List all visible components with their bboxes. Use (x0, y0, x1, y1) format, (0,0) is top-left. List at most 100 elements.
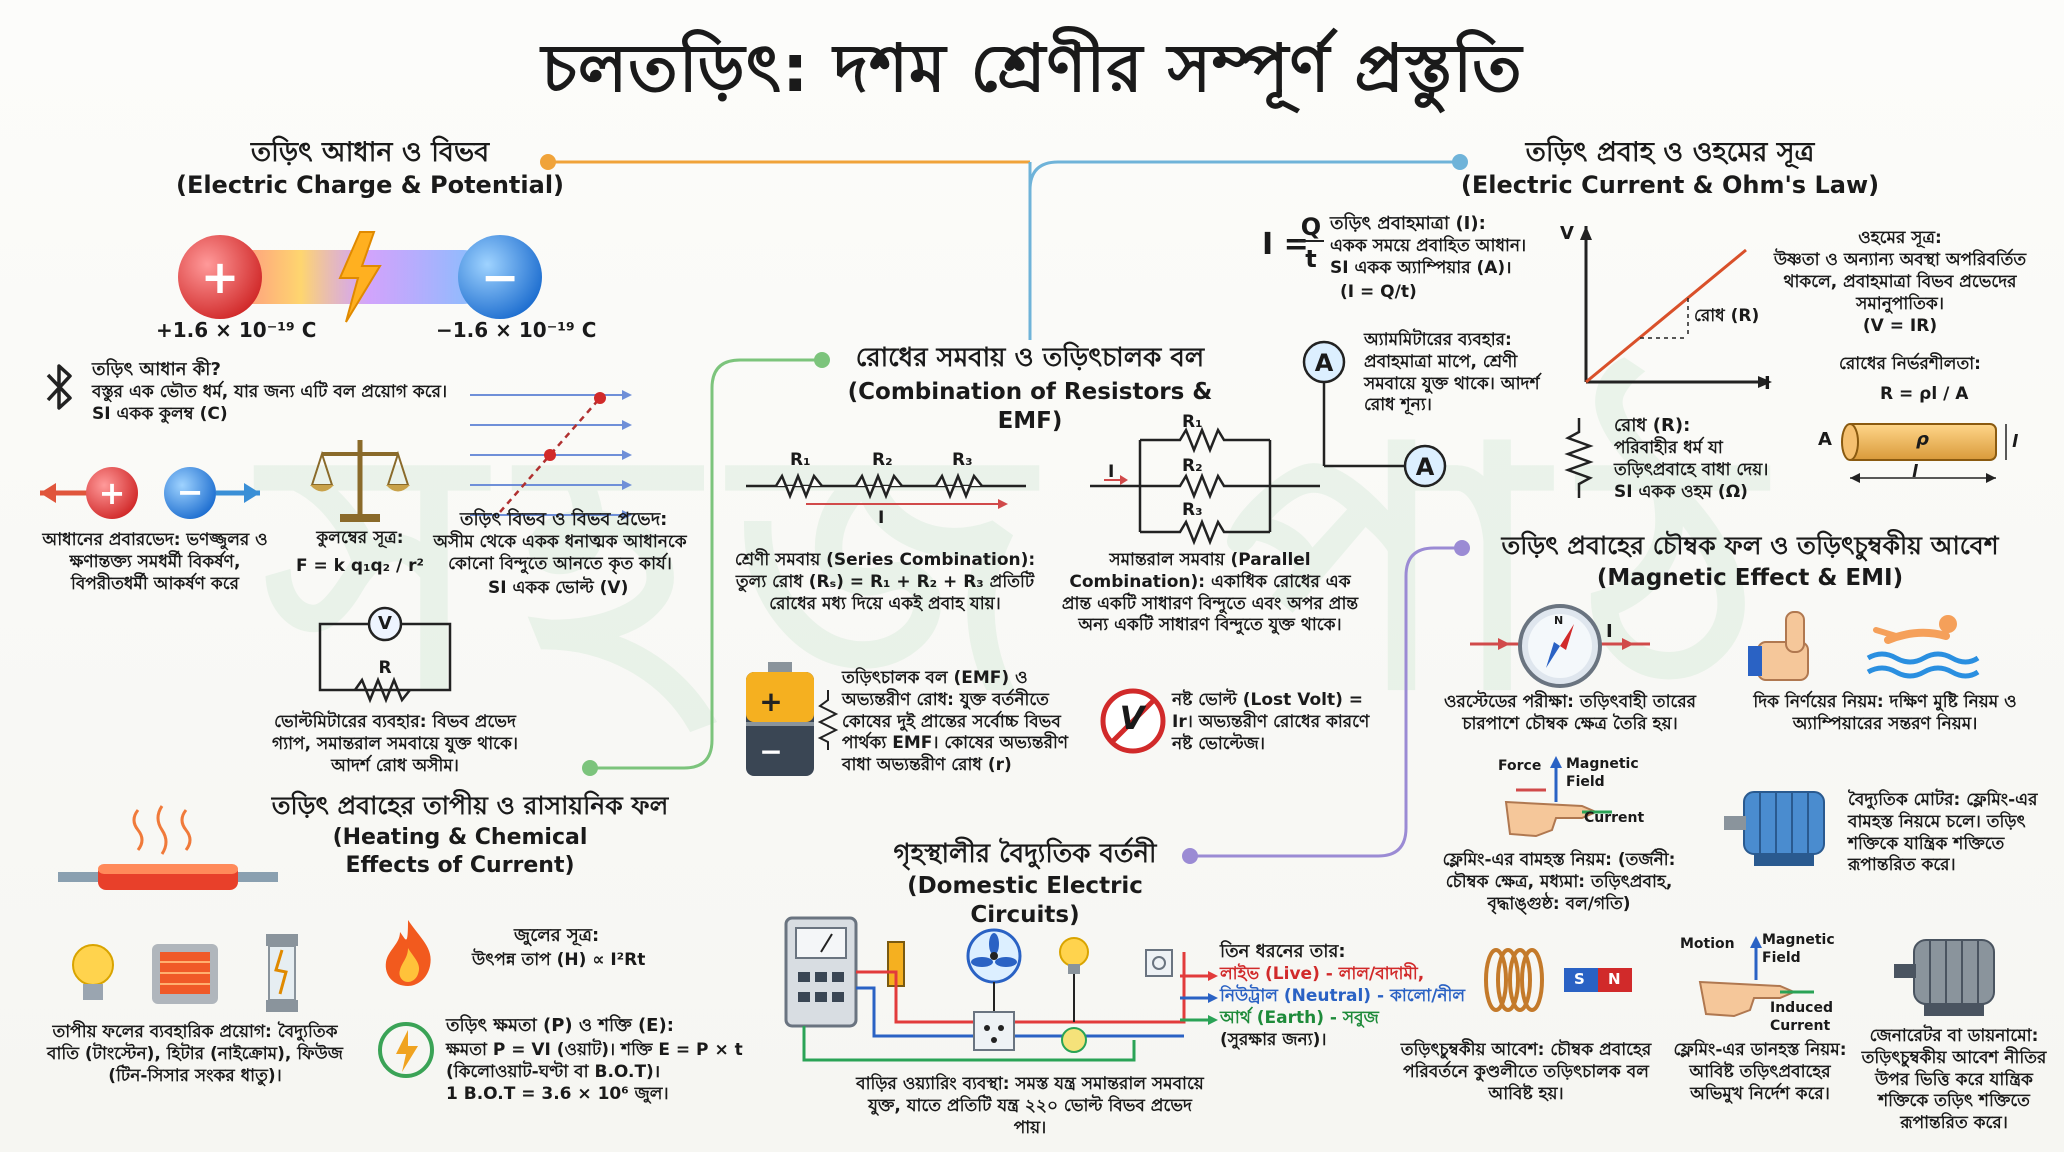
joule-body: উৎপন্ন তাপ (H) ∝ I²Rt (472, 950, 646, 970)
right-field: Magnetic Field (1762, 932, 1835, 966)
ohm-slope-label: রোধ (R) (1694, 306, 1760, 326)
compass-i: I (1606, 621, 1613, 642)
heating-heading-en: (Heating & Chemical Effects of Current) (332, 825, 588, 878)
left-hand-icon (1504, 756, 1612, 838)
battery-minus: − (759, 735, 783, 768)
coil-magnet-icon (1484, 948, 1632, 1012)
lightning-icon (338, 231, 382, 323)
joule-title: জুলের সূত্র: (514, 925, 600, 946)
ammeter-symbol-2: A (1415, 453, 1435, 481)
domestic-heading: গৃহস্থালীর বৈদ্যুতিক বর্তনী (893, 839, 1157, 869)
ohm-eq: (V = IR) (1862, 316, 1938, 336)
motor-text: বৈদ্যুতিক মোটর: ফ্লেমিং-এর বামহস্ত নিয়ম… (1848, 790, 2038, 876)
current-formula-den: t (1305, 245, 1317, 273)
potential-unit: SI একক ভোল্ট (V) (488, 578, 629, 598)
connector-purple (1190, 546, 1462, 858)
voltmeter-use: ভোল্টমিটারের ব্যবহার: বিভব প্রভেদ গ্যাপ,… (272, 712, 518, 776)
charge-what-body: বস্তুর এক ভৌত ধর্ম, যার জন্য এটি বল প্রয… (92, 382, 448, 402)
node-heating (582, 760, 598, 776)
coulomb-title: কুলম্বের সূত্র: (316, 528, 404, 548)
magnetic-heading: তড়িৎ প্রবাহের চৌম্বক ফল ও তড়িৎচুম্বকীয… (1501, 531, 1999, 560)
node-charge (540, 154, 556, 170)
right-rule-text: ফ্লেমিং-এর ডানহস্ত নিয়ম: আবিষ্ট তড়িৎপ্… (1673, 1040, 1847, 1104)
ammeter-symbol-1: A (1314, 349, 1334, 377)
thumb-rule-icon (1748, 611, 1809, 681)
battery-icon (746, 662, 814, 776)
power-title: তড়িৎ ক্ষমতা (P) ও শক্তি (E): (446, 1015, 674, 1036)
wires-title: তিন ধরনের তার: (1220, 941, 1346, 962)
ohm-graph (1580, 226, 1772, 388)
lost-volt-icon (1100, 688, 1166, 754)
series-circuit (746, 472, 1026, 509)
ammeter-wire (1302, 340, 1447, 488)
connector-blue (1028, 160, 1460, 340)
node-domestic (1182, 848, 1198, 864)
wire-earth: আর্থ (Earth) - সবুজ (1220, 1008, 1379, 1028)
right-hand-icon (1698, 936, 1814, 1018)
resistors-heading-en: (Combination of Resistors & EMF) (847, 379, 1213, 434)
svg-text:+: + (99, 474, 126, 512)
current-def-eq: (I = Q/t) (1340, 282, 1417, 302)
domestic-circuit (784, 916, 1186, 1062)
right-induced: Induced Current (1770, 1000, 1833, 1034)
voltmeter-circuit (318, 606, 452, 704)
emf-text: তড়িৎচালক বল (EMF) ও অভ্যন্তরীণ রোধ: যুক… (842, 668, 1069, 775)
potential-title: তড়িৎ বিভব ও বিভব প্রভেদ: (460, 509, 668, 530)
rod-length-side: l (2012, 432, 2018, 452)
resistor-icon (1564, 418, 1594, 498)
left-current: Current (1584, 810, 1645, 826)
charge-what-unit: SI একক কুলম্ব (C) (92, 404, 228, 424)
left-force: Force (1498, 758, 1542, 774)
dependence-formula: R = ρl / A (1880, 384, 1969, 404)
resistors-heading: রোধের সমবায় ও তড়িৎচালক বল (855, 343, 1205, 373)
swimmer-icon (1866, 615, 1980, 679)
magnet-s: S (1574, 970, 1585, 988)
node-resistors (814, 352, 830, 368)
current-formula-num: Q (1298, 214, 1324, 243)
oersted-text: ওরস্টেডের পরীক্ষা: তড়িৎবাহী তারের চারপা… (1443, 692, 1697, 734)
ohm-body: উষ্ণতা ও অন্যান্য অবস্থা অপরিবর্তিত থাকল… (1773, 250, 2027, 314)
minus-sign: − (480, 250, 520, 304)
parallel-r2: R₂ (1182, 456, 1203, 476)
fuse-icon (266, 934, 298, 1012)
parallel-text: সমান্তরাল সমবায় (Parallel Combination):… (1061, 550, 1359, 636)
rod-rho: ρ (1916, 429, 1929, 450)
wire-arrows (1180, 971, 1218, 1025)
charge-interaction-icon: + − (40, 467, 260, 519)
rod-area: A (1818, 429, 1832, 450)
balance-scale-icon (310, 440, 410, 522)
bulb-icon (72, 944, 114, 1000)
coulomb-formula: F = k q₁q₂ / r² (295, 556, 425, 576)
domestic-heading-en: (Domestic Electric Circuits) (907, 873, 1143, 928)
current-def-body: একক সময়ে প্রবাহিত আধান। SI একক অ্যাম্পি… (1330, 236, 1527, 278)
lost-volt-symbol: V (1119, 699, 1145, 737)
rod-length: l (1912, 462, 1918, 482)
ammeter-use: অ্যামমিটারের ব্যবহার: প্রবাহমাত্রা মাপে,… (1364, 330, 1540, 416)
charge-spheres (178, 231, 542, 323)
internal-resistor-icon (817, 690, 839, 750)
voltmeter-resistor-label: R (378, 658, 392, 678)
battery-plus: + (759, 685, 783, 718)
voltmeter-symbol: V (378, 613, 392, 634)
resistance-title: রোধ (R): (1614, 415, 1691, 436)
heater-icon (152, 944, 218, 1004)
node-magnetic (1454, 540, 1470, 556)
series-r1: R₁ (790, 450, 811, 470)
motor-icon (1724, 791, 1825, 866)
node-current (1452, 154, 1468, 170)
domestic-wiring: বাড়ির ওয়্যারিং ব্যবস্থা: সমস্ত যন্ত্র … (856, 1074, 1204, 1138)
ohm-title: ওহমের সূত্র: (1858, 228, 1942, 248)
series-text: শ্রেণী সমবায় (Series Combination): তুল্… (734, 550, 1036, 614)
series-r2: R₂ (872, 450, 893, 470)
compass-icon (1470, 604, 1650, 688)
power-icon (378, 1022, 434, 1078)
magnet-n: N (1608, 970, 1621, 988)
conductor-rod (1841, 423, 2007, 483)
compass-n: N (1554, 614, 1564, 627)
bot-value: 1 B.O.T = 3.6 × 10⁶ জুল। (446, 1084, 669, 1104)
power-body: ক্ষমতা P = VI (ওয়াট)। শক্তি E = P × t (… (446, 1040, 743, 1082)
series-i: I (878, 508, 885, 528)
lost-volt-text: নষ্ট ভোল্ট (Lost Volt) = Ir। অভ্যন্তরীণ … (1172, 690, 1370, 754)
resistance-unit: SI একক ওহম (Ω) (1614, 482, 1748, 502)
